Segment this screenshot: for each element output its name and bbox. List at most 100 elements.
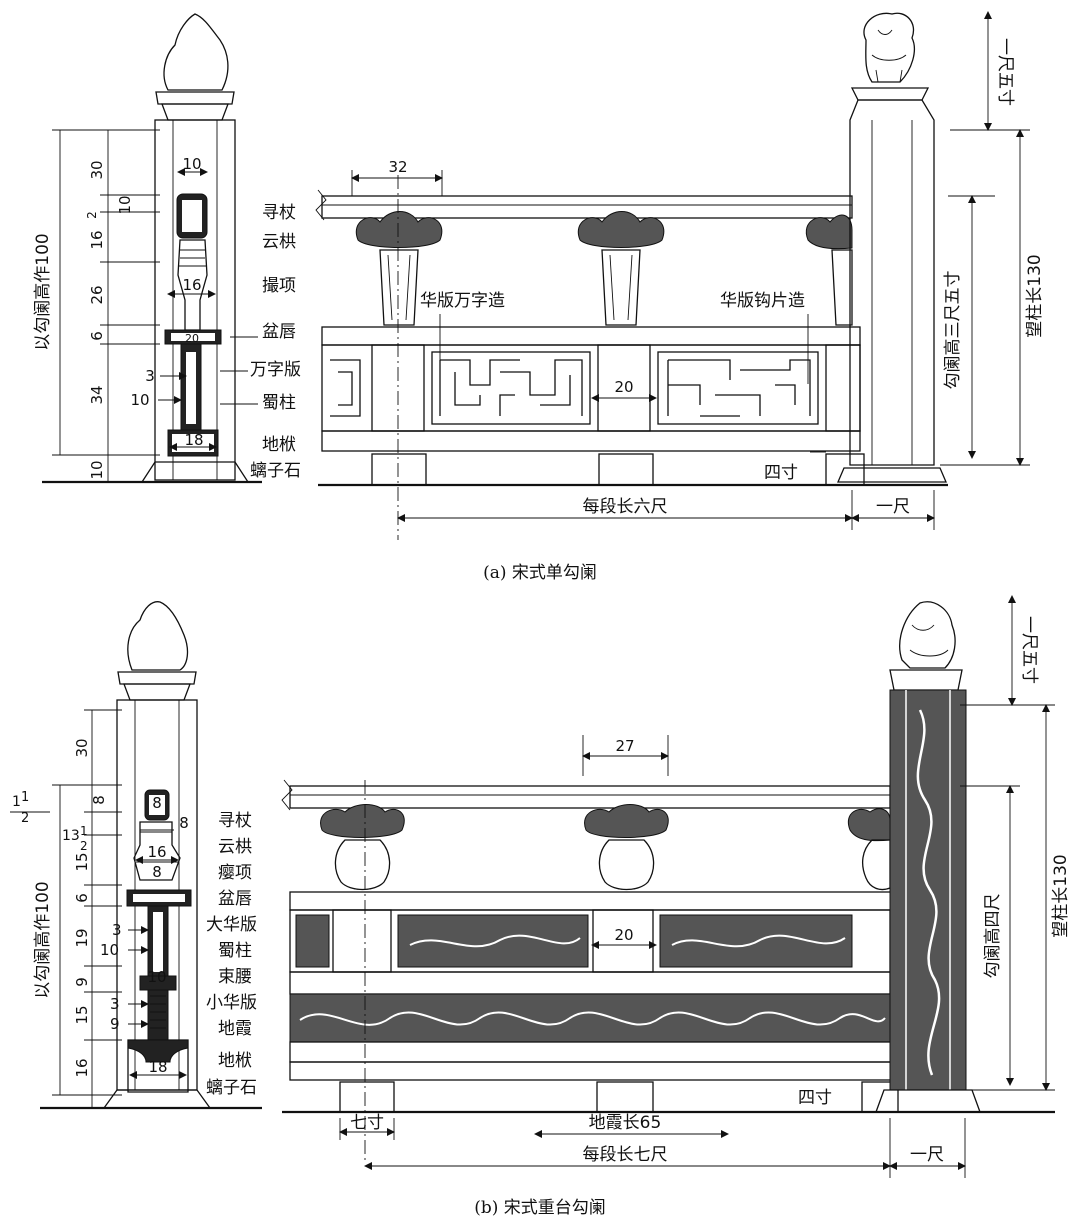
- dim-b-2: 1: [21, 790, 29, 805]
- bracket-b-middle: [584, 804, 669, 891]
- handrail-a: [321, 195, 853, 219]
- dim-a-6: 10: [88, 460, 106, 479]
- dim-a-4: 6: [88, 331, 106, 341]
- part-b-2: 瘿项: [218, 863, 252, 883]
- part-a-6: 地栿: [262, 435, 296, 455]
- dim-b-12: 15: [73, 1005, 91, 1024]
- part-a-4: 万字版: [250, 360, 301, 380]
- part-a-3: 盆唇: [262, 322, 296, 342]
- pattern-right-label: 华版钩片造: [720, 291, 805, 311]
- inner-a-1: 10: [116, 195, 134, 214]
- bottom-dims-a: 每段长六尺 一尺: [397, 490, 935, 530]
- gap-dim-b: 20: [614, 926, 633, 944]
- post-height-a: 望柱长130: [1025, 254, 1045, 337]
- part-b-3: 盆唇: [218, 889, 252, 909]
- dixia-length-b: 地霞长65: [589, 1113, 662, 1133]
- inner-a-6: 18: [184, 431, 203, 449]
- dim-b-3: 2: [21, 811, 29, 826]
- right-post-b: [875, 601, 981, 1113]
- inner-b-4: 3: [112, 921, 122, 939]
- inner-a-4: 3: [145, 367, 155, 385]
- part-labels-b: 寻杖 云栱 瘿项 盆唇 大华版 蜀柱 束腰 小华版 地霞 地栿 螭子石: [206, 811, 257, 1098]
- dim-b-0: 30: [73, 738, 91, 757]
- part-b-8: 地霞: [218, 1019, 252, 1039]
- section-post-a: [141, 13, 249, 483]
- top-dim-b: 27: [582, 735, 669, 776]
- part-b-9: 地栿: [218, 1051, 252, 1071]
- elevation-a: [315, 12, 947, 540]
- one-chi-a: 一尺: [876, 497, 910, 517]
- part-a-0: 寻杖: [262, 203, 296, 223]
- dim-a-5: 34: [88, 385, 106, 404]
- dim-b-7: 2: [80, 839, 88, 853]
- goupian-panel: [657, 351, 819, 425]
- caption-b: (b) 宋式重台勾阑: [474, 1198, 606, 1218]
- inner-a-5: 10: [130, 391, 149, 409]
- segment-length-b: 每段长七尺: [583, 1145, 668, 1165]
- handrail-b: [289, 785, 891, 809]
- inner-dims-a: 10 10 16 20 3 10 18: [116, 155, 217, 451]
- dim-b-10: 19: [73, 928, 91, 947]
- segment-length-a: 每段长六尺: [583, 497, 668, 517]
- inner-b-2: 16: [147, 843, 166, 861]
- inner-b-9: 18: [148, 1058, 167, 1076]
- lion-height-b: 一尺五寸: [1019, 616, 1039, 684]
- part-a-7: 螭子石: [250, 461, 301, 481]
- total-height-label-b: 以勾阑高作100: [33, 881, 53, 998]
- four-cun-b: 四寸: [798, 1088, 832, 1108]
- dim-b-9: 6: [73, 893, 91, 903]
- flame-finial: [163, 13, 229, 91]
- bracket-b-right: [847, 808, 891, 891]
- top-dim-b-value: 27: [615, 737, 634, 755]
- pattern-left-label: 华版万字造: [420, 291, 505, 311]
- dim-b-6: 1: [80, 824, 88, 838]
- dim-b-11: 9: [73, 977, 91, 987]
- part-b-7: 小华版: [206, 993, 257, 1013]
- inner-a-0: 10: [182, 155, 201, 173]
- cloud-bracket-middle: [577, 211, 665, 326]
- part-b-5: 蜀柱: [218, 941, 252, 961]
- inner-dims-b: 8 8 16 8 3 10 10 3 9 18: [100, 794, 189, 1079]
- elevation-b: [281, 601, 981, 1160]
- part-b-0: 寻杖: [218, 811, 252, 831]
- panel-a: 30 2 16 26 6 34 10 以勾阑高作100 10 10 16 20 …: [33, 11, 1045, 583]
- part-a-5: 蜀柱: [262, 393, 296, 413]
- dim-b-5: 13: [62, 828, 80, 844]
- inner-b-7: 3: [110, 995, 120, 1013]
- dim-b-4: 8: [90, 795, 108, 805]
- top-dim-a: 32: [351, 158, 443, 196]
- seven-cun-b: 七寸: [350, 1113, 384, 1133]
- rail-height-a: 勾阑高三尺五寸: [943, 271, 963, 390]
- inner-b-3: 8: [152, 863, 162, 881]
- part-a-2: 撮项: [262, 276, 296, 296]
- lion-height-a: 一尺五寸: [995, 38, 1015, 106]
- ground-sill-a: [321, 430, 861, 452]
- right-post-a: [837, 12, 947, 483]
- inner-a-3: 20: [185, 332, 199, 345]
- part-labels-a: 寻杖 云栱 撮项 盆唇 万字版 蜀柱 地栿 螭子石: [220, 203, 301, 481]
- carved-dragon-post: [889, 689, 967, 1091]
- left-dimension-chain-a: 30 2 16 26 6 34 10 以勾阑高作100: [33, 129, 160, 482]
- dim-a-0: 30: [88, 160, 106, 179]
- section-post-b: [103, 601, 211, 1109]
- dim-b-8: 15: [73, 852, 91, 871]
- one-chi-b: 一尺: [910, 1145, 944, 1165]
- top-dim-a-value: 32: [388, 158, 407, 176]
- rail-height-b: 勾阑高四尺: [983, 894, 1003, 979]
- part-b-1: 云栱: [218, 837, 252, 857]
- gap-dim-a: 20: [614, 378, 633, 396]
- inner-b-0: 8: [152, 794, 162, 812]
- right-dims-b: 一尺五寸 勾阑高四尺 望柱长130: [960, 595, 1071, 1091]
- inner-b-6: 10: [147, 968, 166, 986]
- inner-b-5: 10: [100, 941, 119, 959]
- bottom-dims-b: 七寸 地霞长65 每段长七尺 一尺: [339, 1113, 966, 1178]
- post-height-b: 望柱长130: [1051, 854, 1071, 937]
- dim-a-3: 26: [88, 285, 106, 304]
- total-height-label-a: 以勾阑高作100: [33, 233, 53, 350]
- dim-a-1: 2: [85, 211, 99, 219]
- inner-a-2: 16: [182, 276, 201, 294]
- dim-b-13: 16: [73, 1058, 91, 1077]
- right-dims-a: 一尺五寸 勾阑高三尺五寸 望柱长130: [940, 11, 1045, 466]
